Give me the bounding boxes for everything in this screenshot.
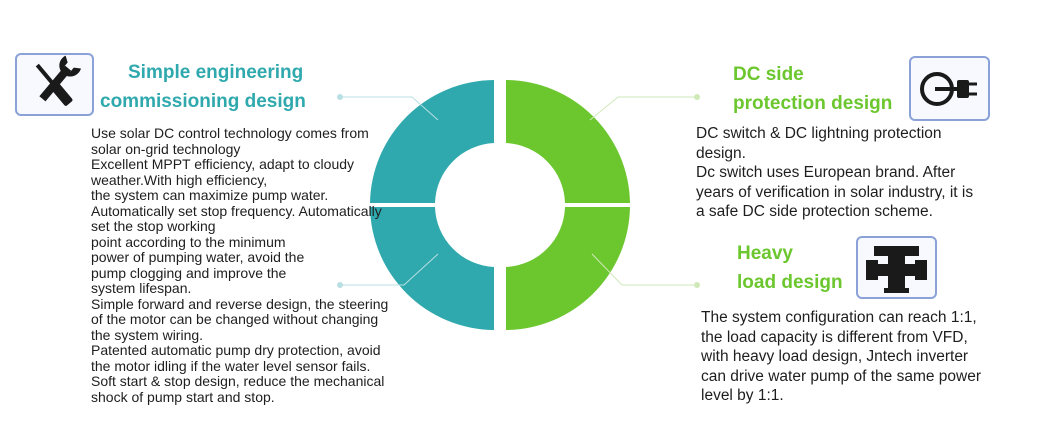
wrench-screwdriver-icon xyxy=(35,55,81,106)
dc-protection-title: DC side protection design xyxy=(733,60,913,118)
ring-segment-top-right xyxy=(506,80,630,203)
connector-dot-bottom-left xyxy=(337,282,343,288)
connector-dot-top-right xyxy=(694,94,700,100)
ring-segment-bottom-right xyxy=(506,207,630,330)
dc-protection-title-line2: protection design xyxy=(733,93,893,114)
pipe-fitting-icon xyxy=(866,246,927,293)
connector-line-top-right xyxy=(589,96,697,121)
engineering-icon-frame xyxy=(15,53,94,116)
connector-dot-bottom-right xyxy=(694,282,700,288)
dc-protection-title-line1: DC side xyxy=(733,64,804,85)
heavy-load-description: The system configuration can reach 1:1, … xyxy=(701,309,981,404)
engineering-description: Use solar DC control technology comes fr… xyxy=(91,125,389,405)
dc-protection-description: DC switch & DC lightning protection desi… xyxy=(696,125,974,220)
connector-line-top-left xyxy=(340,96,439,121)
ring-segment-bottom-left xyxy=(370,207,494,330)
heavy-load-title-line1: Heavy xyxy=(737,243,793,264)
engineering-title: Simple engineering commissioning design xyxy=(100,58,340,116)
connector-dot-top-left xyxy=(337,94,343,100)
plug-icon xyxy=(920,72,977,106)
ring-segment-top-left xyxy=(370,80,494,203)
connector-line-bottom-left xyxy=(340,253,439,286)
engineering-title-line1: Simple engineering xyxy=(128,62,304,83)
heavy-load-title-line2: load design xyxy=(737,272,843,293)
dc-protection-icon-frame xyxy=(909,56,990,121)
engineering-title-line2: commissioning design xyxy=(100,91,306,112)
heavy-load-title: Heavy load design xyxy=(737,239,867,297)
heavy-load-icon-frame xyxy=(856,236,937,299)
connector-line-bottom-right xyxy=(591,253,697,286)
